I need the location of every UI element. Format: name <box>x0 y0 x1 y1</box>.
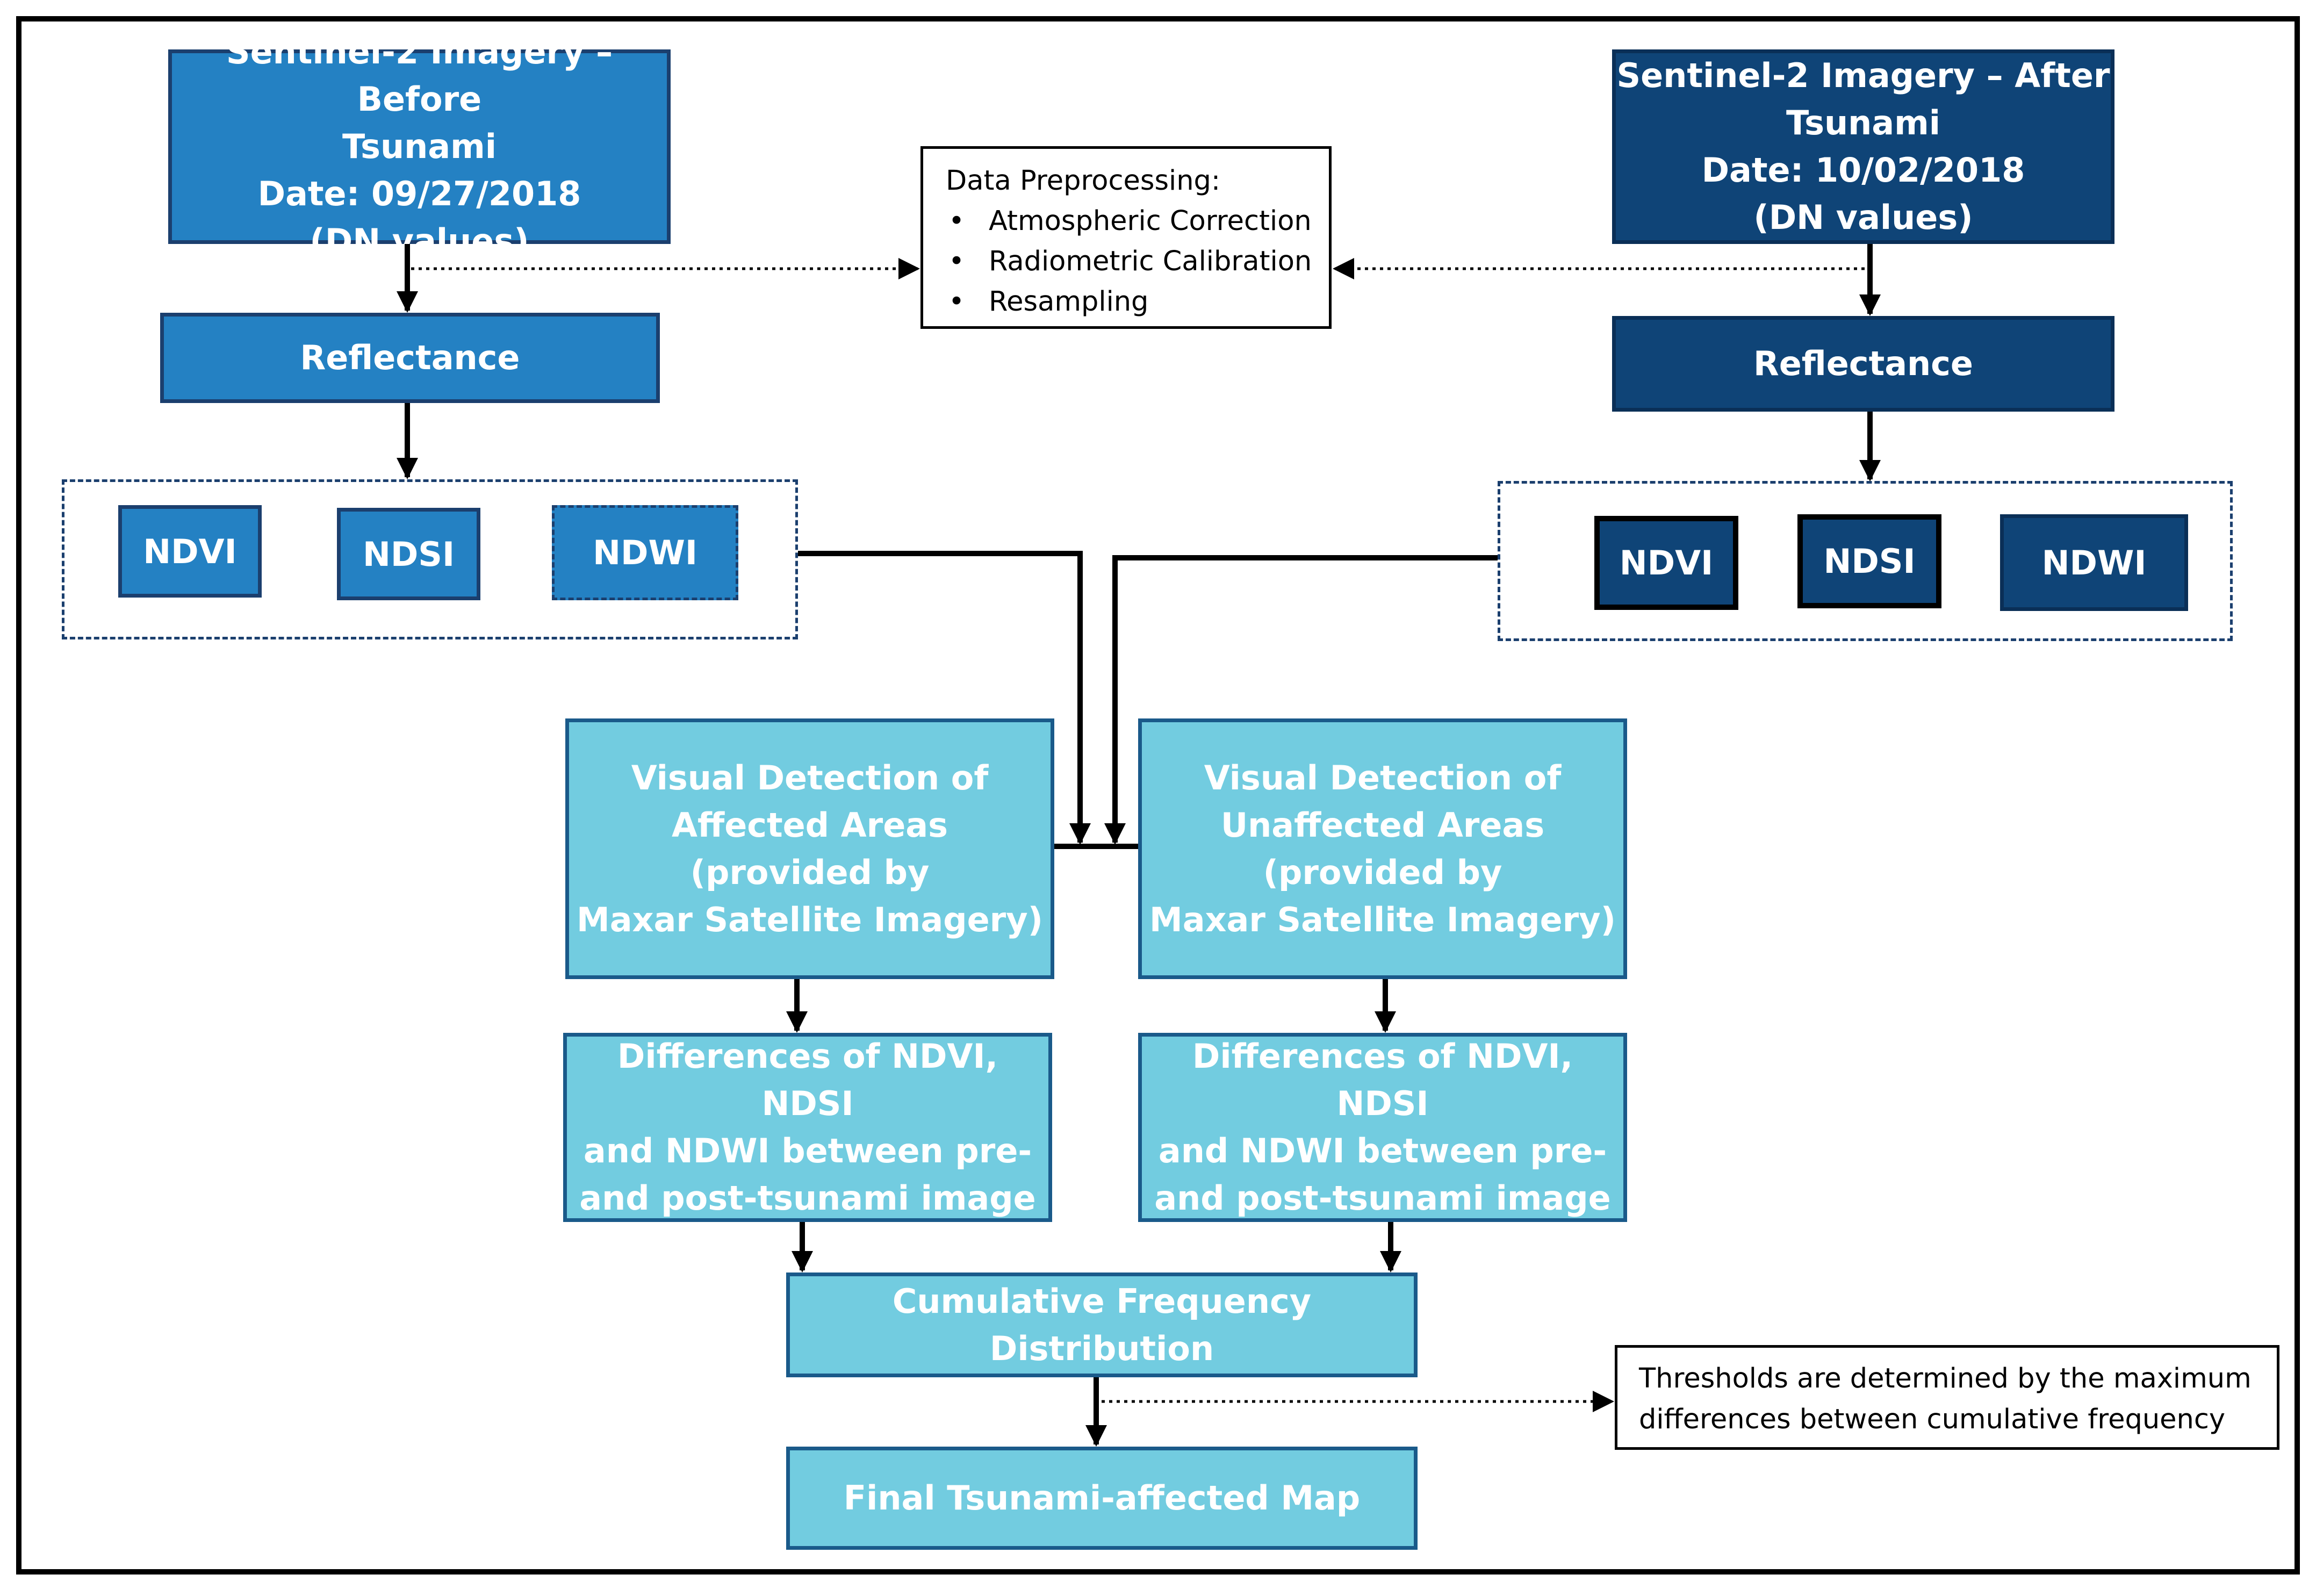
after-ndsi-box: NDSI <box>1797 514 1941 608</box>
threshold-note: Thresholds are determined by the maximum… <box>1615 1345 2279 1450</box>
cumulative-frequency-box: Cumulative Frequency Distribution <box>786 1273 1418 1377</box>
before-indices-group <box>62 479 798 639</box>
right-differences-box: Differences of NDVI, NDSI and NDWI betwe… <box>1138 1033 1627 1222</box>
unaffected-detection-box: Visual Detection of Unaffected Areas (pr… <box>1138 718 1627 979</box>
threshold-note-text: Thresholds are determined by the maximum… <box>1639 1363 2252 1435</box>
connector-after-indices-to-detection <box>1104 555 1498 845</box>
affected-detection-box: Visual Detection of Affected Areas (prov… <box>565 718 1054 979</box>
before-ndsi-box: NDSI <box>337 508 480 600</box>
preprocessing-step: Atmospheric Correction <box>948 201 1329 241</box>
preprocessing-note: Data Preprocessing: Atmospheric Correcti… <box>920 146 1332 329</box>
before-ndvi-box: NDVI <box>118 505 262 598</box>
preprocessing-steps: Atmospheric Correction Radiometric Calib… <box>946 201 1329 322</box>
preprocessing-step: Radiometric Calibration <box>948 241 1329 282</box>
before-imagery-box: Sentinel-2 Imagery – Before Tsunami Date… <box>168 32 671 261</box>
before-ndwi-box: NDWI <box>552 505 738 600</box>
left-differences-box: Differences of NDVI, NDSI and NDWI betwe… <box>563 1033 1052 1222</box>
diagram-frame <box>16 16 2300 1575</box>
preprocessing-heading: Data Preprocessing: <box>946 165 1221 197</box>
final-map-box: Final Tsunami-affected Map <box>786 1447 1418 1550</box>
connector-before-indices-to-detection <box>798 551 1091 845</box>
before-reflectance-box: Reflectance <box>160 313 660 403</box>
after-indices-group <box>1498 481 2233 641</box>
after-reflectance-box: Reflectance <box>1612 316 2114 412</box>
after-ndvi-box: NDVI <box>1594 516 1738 610</box>
preprocessing-step: Resampling <box>948 282 1329 322</box>
after-ndwi-box: NDWI <box>2000 514 2188 611</box>
after-imagery-box: Sentinel-2 Imagery – After Tsunami Date:… <box>1612 49 2114 244</box>
